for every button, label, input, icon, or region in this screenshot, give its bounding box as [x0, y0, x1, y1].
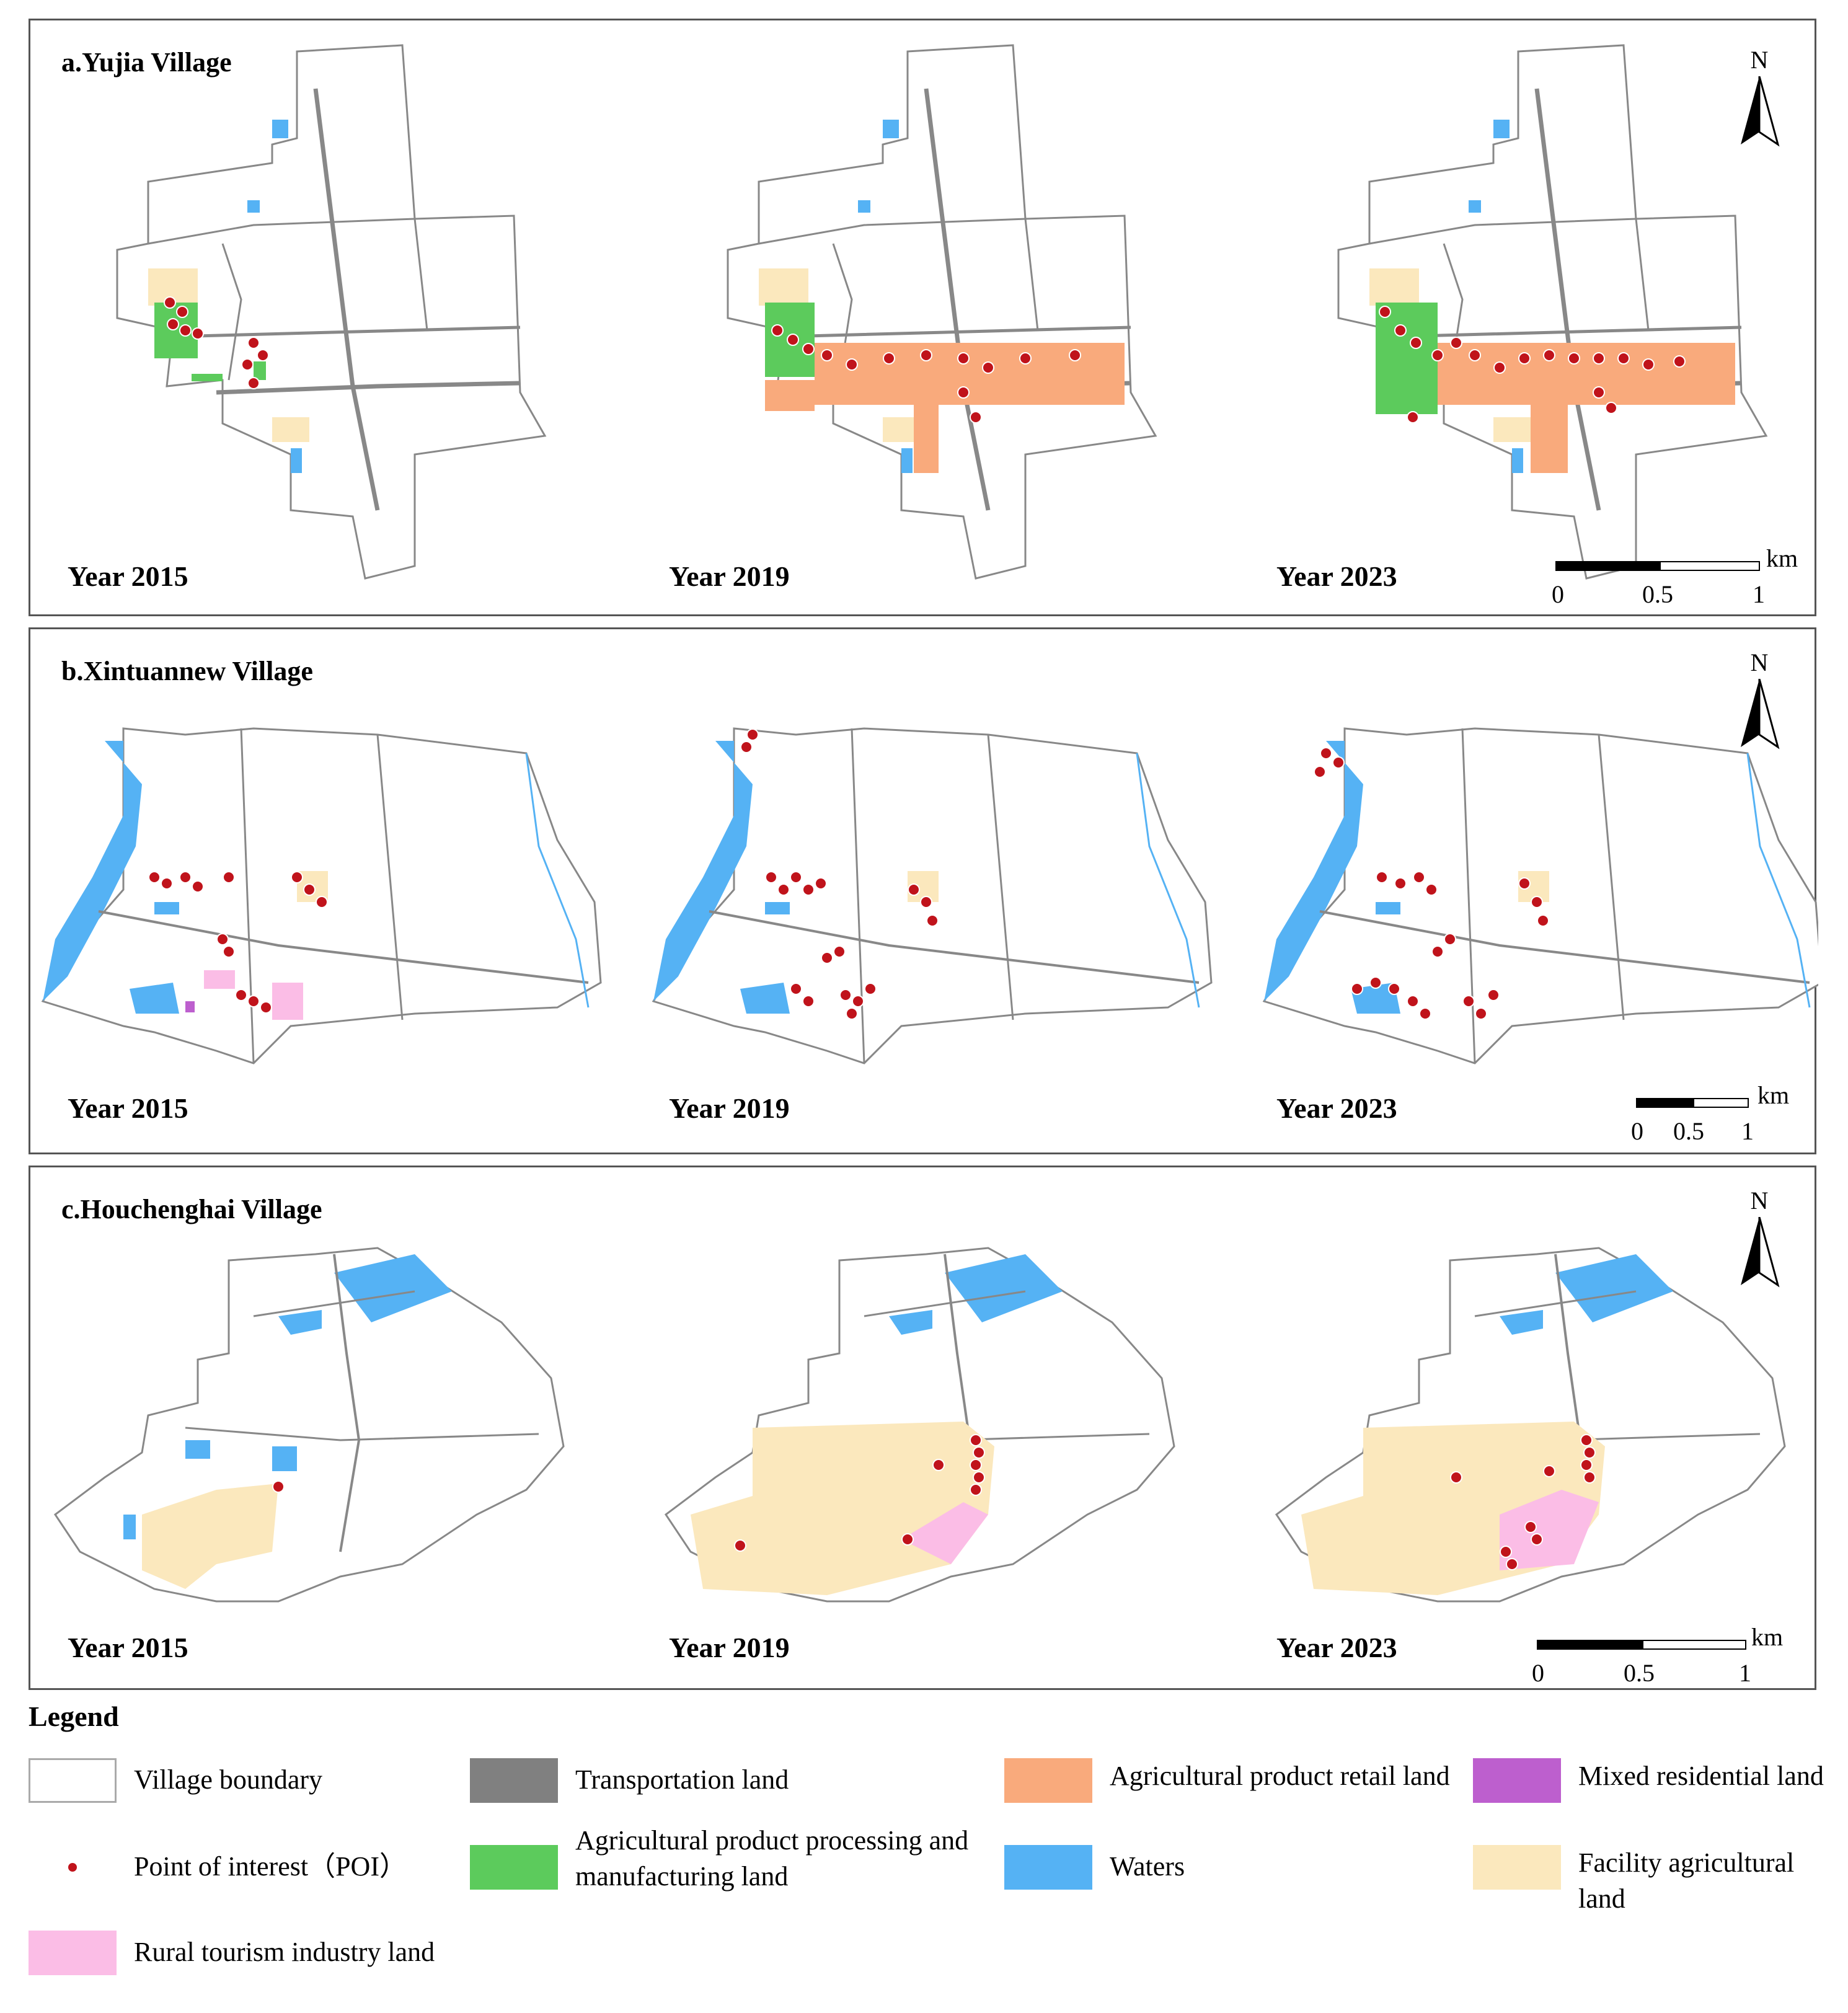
scale-bar: km 0 0.5 1 [1552, 544, 1798, 608]
map-xintuannew-2023 [1263, 727, 1818, 1064]
panel-yujia: a.Yujia Village [29, 19, 1816, 616]
north-arrow-icon: N [1738, 648, 1781, 753]
scale-bar: km 0 0.5 1 [1631, 1081, 1790, 1145]
year-label: Year 2019 [669, 1092, 790, 1124]
scale-bar: km 0 0.5 1 [1532, 1623, 1784, 1687]
waters-icon [1004, 1845, 1092, 1890]
legend-title: Legend [29, 1701, 119, 1732]
year-label: Year 2023 [1276, 560, 1397, 592]
year-label: Year 2019 [669, 560, 790, 592]
map-xintuannew-2019 [652, 727, 1213, 1064]
village-boundary-icon [29, 1758, 117, 1803]
map-yujia-2023 [1338, 45, 1766, 578]
poi-dot-icon [68, 1863, 77, 1872]
year-label: Year 2015 [68, 1632, 188, 1663]
panel-xintuannew: b.Xintuannew Village [29, 627, 1818, 1154]
rural-tourism-land-icon [29, 1931, 117, 1975]
map-houchenghai-2023 [1275, 1247, 1786, 1603]
year-label: Year 2015 [68, 560, 188, 592]
map-xintuannew-2015 [42, 727, 602, 1064]
year-label: Year 2023 [1276, 1092, 1397, 1124]
year-label: Year 2023 [1276, 1632, 1397, 1663]
map-houchenghai-2015 [54, 1247, 565, 1603]
north-arrow-icon: N [1738, 1186, 1781, 1291]
panel-title: a.Yujia Village [61, 47, 232, 77]
facility-agricultural-land-icon [1473, 1845, 1561, 1890]
processing-land-icon [470, 1845, 558, 1890]
year-label: Year 2015 [68, 1092, 188, 1124]
map-yujia-2019 [728, 45, 1156, 578]
north-arrow-icon: N [1738, 45, 1781, 151]
map-yujia-2015 [117, 45, 545, 578]
panel-houchenghai: c.Houchenghai Village [29, 1166, 1816, 1690]
panel-title: c.Houchenghai Village [61, 1194, 322, 1224]
transportation-land-icon [470, 1758, 558, 1803]
retail-land-icon [1004, 1758, 1092, 1803]
panel-title: b.Xintuannew Village [61, 656, 313, 686]
year-label: Year 2019 [669, 1632, 790, 1663]
houchenghai-maps [54, 1247, 1786, 1603]
mixed-residential-land-icon [1473, 1758, 1561, 1803]
xintuannew-maps [42, 727, 1818, 1064]
map-houchenghai-2019 [665, 1247, 1175, 1603]
yujia-maps [30, 20, 1818, 618]
